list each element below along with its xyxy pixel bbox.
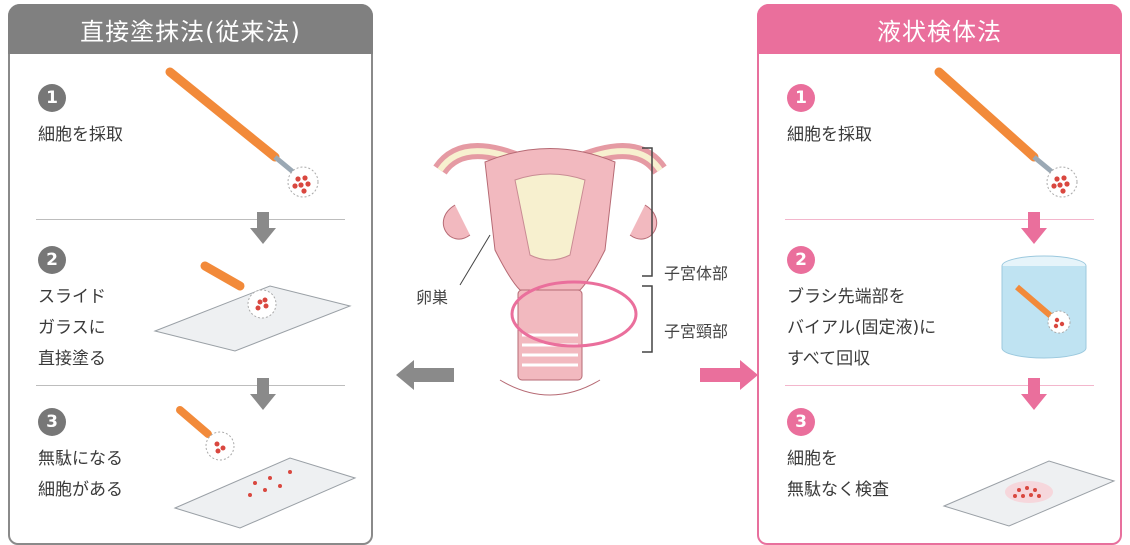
liquid-based-method-panel: 液状検体法 1 細胞を採取 2 ブラシ先端部を バイアル(固定液)に すべて回収… [757,4,1122,545]
step-number: 2 [38,246,66,274]
left-step-2: 2 スライド ガラスに 直接塗る [38,246,106,375]
slide-smear-icon [153,261,352,352]
arrow-left-icon [396,360,454,390]
right-step-2: 2 ブラシ先端部を バイアル(固定液)に すべて回収 [787,246,936,375]
arrow-down-icon [250,378,276,410]
left-step-1: 1 細胞を採取 [38,84,123,151]
ovary-leader-line [459,234,491,286]
step-line: ガラスに [38,318,106,338]
step-line: 無駄なく検査 [787,480,889,500]
vial-icon [1001,255,1087,359]
ovary-label: 卵巣 [416,288,449,307]
step-line: 細胞を [787,449,838,469]
step-line: バイアル(固定液)に [787,318,937,338]
right-step-3: 3 細胞を 無駄なく検査 [787,408,889,506]
step-line: すべて回収 [787,349,871,369]
step-number: 3 [787,408,815,436]
right-step-1: 1 細胞を採取 [787,84,872,151]
divider [785,385,1094,386]
step-number: 1 [787,84,815,112]
arrow-down-icon [250,212,276,244]
conventional-method-title: 直接塗抹法(従来法) [8,4,373,54]
step-line: 細胞を採取 [38,125,123,145]
arrow-down-icon [1021,378,1047,410]
step-line: 細胞がある [38,480,123,500]
liquid-based-method-title: 液状検体法 [757,4,1122,54]
step-number: 1 [38,84,66,112]
thin-layer-slide-icon [942,460,1116,527]
uterine-body-label: 子宮体部 [664,264,729,283]
divider [36,385,345,386]
cervix-label: 子宮頸部 [664,322,729,341]
brush-sampling-icon [165,67,319,198]
arrow-right-icon [700,360,758,390]
brush-sampling-icon [934,67,1078,198]
arrow-down-icon [1021,212,1047,244]
step-line: 直接塗る [38,349,106,369]
left-step-3: 3 無駄になる 細胞がある [38,408,123,506]
region-brackets [642,147,653,353]
step-line: スライド [38,287,106,307]
step-line: ブラシ先端部を [787,287,906,307]
step-line: 細胞を採取 [787,125,872,145]
step-number: 2 [787,246,815,274]
cervix-highlight-oval [510,280,638,348]
step-number: 3 [38,408,66,436]
divider [785,219,1094,220]
conventional-method-panel: 直接塗抹法(従来法) 1 細胞を採取 2 スライド ガラスに 直接塗る 3 無駄… [8,4,373,545]
step-line: 無駄になる [38,449,123,469]
wasted-cells-slide-icon [173,406,357,529]
divider [36,219,345,220]
